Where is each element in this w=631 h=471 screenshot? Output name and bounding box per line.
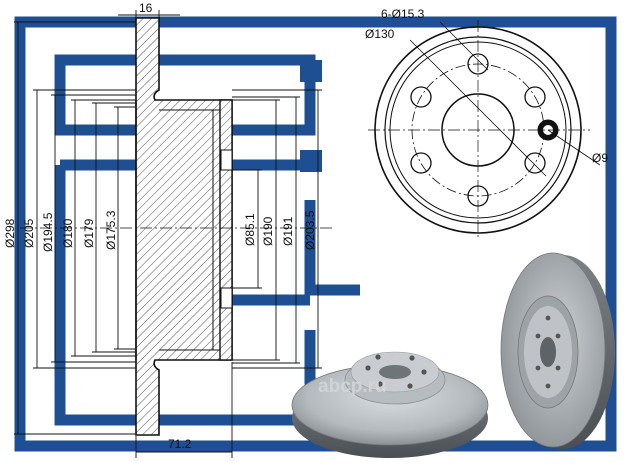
dim-d298: Ø298 [3,218,17,248]
watermark-text: abcp.ru [318,376,387,397]
logo-frame-accents [300,60,322,172]
left-dimension-lines [14,21,136,435]
disc-photo-side [500,252,615,449]
dim-d194-5: Ø194.5 [41,212,55,252]
label-pin-hole: Ø9 [592,151,608,165]
dim-d205: Ø205 [22,218,36,248]
right-dimension-labels: Ø85.1 Ø190 Ø191 Ø203.5 [243,210,317,250]
left-dimension-labels: Ø298 Ø205 Ø194.5 Ø180 Ø179 Ø175.3 [3,210,118,252]
label-bolt-circle: Ø130 [365,27,395,41]
section-ring [135,17,233,436]
disc-front-view [368,20,601,240]
disc-photo-flat [291,351,489,458]
section-hub [219,99,233,361]
dim-d175-3: Ø175.3 [104,210,118,250]
dim-d85-1: Ø85.1 [243,213,257,246]
dim-thickness-16: 16 [139,1,153,15]
dim-d179: Ø179 [82,218,96,248]
dim-offset-71-2: 71.2 [168,437,192,451]
disc-cross-section [20,17,335,436]
dim-d191: Ø191 [281,216,295,246]
right-dimension-lines [232,89,322,369]
dim-d203-5: Ø203.5 [303,210,317,250]
dim-d190: Ø190 [261,216,275,246]
thickness-dimension-lines [118,10,233,458]
label-bolt-holes: 6-Ø15.3 [381,7,425,21]
dim-d180: Ø180 [61,218,75,248]
